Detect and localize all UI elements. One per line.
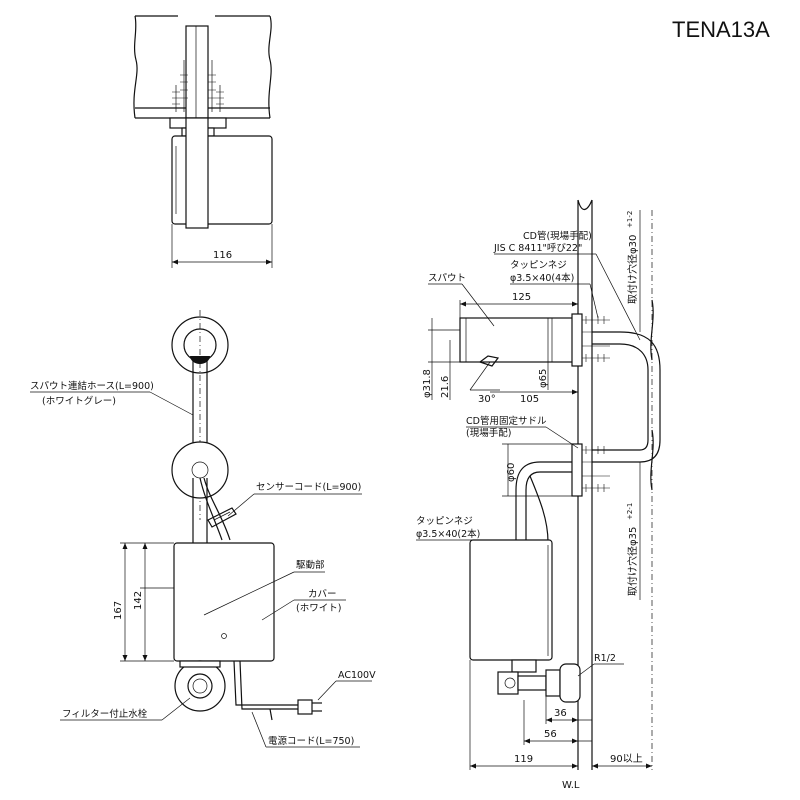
cd-saddle-note: (現場手配) — [466, 427, 511, 439]
angle-30: 30° — [478, 394, 496, 405]
hole-bottom-label: 取付け穴径φ35 — [626, 527, 639, 596]
dim-21-6: 21.6 — [440, 376, 451, 398]
tapping-screw-top: タッピンネジ — [510, 260, 567, 271]
cd-saddle-label: CD管用固定サドル — [466, 415, 547, 427]
tapping-screw-bottom: タッピンネジ — [416, 516, 473, 527]
tapping-screw-bottom-spec: φ3.5×40(2本) — [416, 528, 480, 540]
dim-36: 36 — [554, 708, 567, 719]
spout-hose-color: (ホワイトグレー) — [42, 395, 116, 407]
sensor-cord-label: センサーコード(L=900) — [256, 482, 361, 493]
filter-valve-label: フィルター付止水栓 — [62, 708, 148, 720]
dim-60: φ60 — [506, 463, 517, 482]
cover-label: カバー — [308, 589, 337, 600]
spout-label: スパウト — [428, 273, 466, 284]
wl-label: W.L — [562, 780, 580, 791]
cd-pipe-spec: JIS C 8411"呼び22" — [493, 243, 582, 254]
dim-56: 56 — [544, 729, 557, 740]
r-half-label: R1/2 — [594, 653, 616, 664]
side-view: CD管(現場手配) JIS C 8411"呼び22" タッピンネジ φ3.5×4… — [416, 199, 661, 791]
dim-65: φ65 — [538, 369, 549, 388]
hole-top-label: 取付け穴径φ30 — [626, 235, 639, 304]
tapping-screw-top-spec: φ3.5×40(4本) — [510, 272, 574, 284]
front-view: 167 142 スパウト連結ホース(L=900) (ホワイトグレー) センサーコ… — [30, 310, 376, 748]
dim-90: 90以上 — [610, 753, 643, 765]
cd-pipe-label: CD管(現場手配) — [523, 230, 592, 242]
power-label: AC100V — [338, 670, 376, 681]
cover-color: (ホワイト) — [296, 603, 341, 614]
dim-119: 119 — [514, 754, 533, 765]
spout-hose-label: スパウト連結ホース(L=900) — [30, 380, 154, 392]
dim-142: 142 — [133, 591, 144, 610]
model-number: TENA13A — [672, 17, 770, 42]
top-view: 116 — [133, 15, 273, 268]
hole-top-tolerance: +1-2 — [626, 211, 634, 228]
power-cord-label: 電源コード(L=750) — [268, 736, 354, 747]
dim-116: 116 — [213, 250, 232, 261]
drive-unit-label: 駆動部 — [296, 559, 325, 571]
dim-105: 105 — [520, 394, 539, 405]
dim-167: 167 — [113, 601, 124, 620]
dim-125: 125 — [512, 292, 531, 303]
dim-31-8: φ31.8 — [422, 369, 433, 398]
hole-bottom-tolerance: +2-1 — [626, 503, 634, 520]
